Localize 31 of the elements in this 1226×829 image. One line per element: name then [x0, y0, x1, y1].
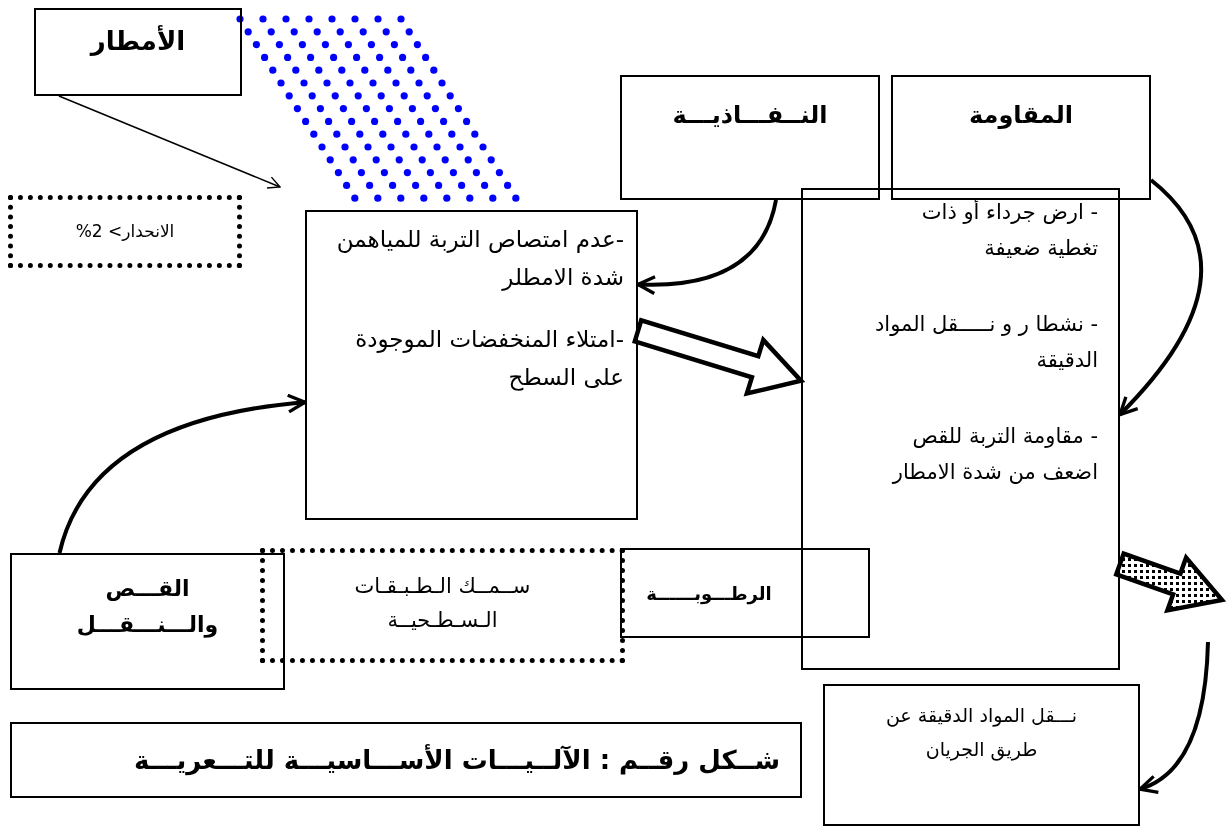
- node-text: الرطـــوبــــــة: [646, 581, 772, 607]
- node-text: - ارض جرداء أو ذات تغطية ضعيفة: [920, 199, 1098, 262]
- label-box: [34, 8, 242, 96]
- label-box: [891, 75, 1151, 200]
- block-arrow: [632, 317, 806, 397]
- node-text: المقاومة: [969, 100, 1073, 131]
- node-text: - نشطا ر و نـــــقل المواد الدقيقة: [874, 311, 1098, 374]
- curved-arrow: [1118, 178, 1203, 417]
- dotted-label-box: [260, 548, 625, 663]
- node-text: نـــقل المواد الدقيقة عن طريق الجريان: [884, 703, 1079, 763]
- curved-arrow: [57, 394, 307, 554]
- node-text: الانحدار> 2%: [75, 219, 175, 243]
- curved-arrow: [636, 199, 778, 295]
- curved-arrow: [1138, 641, 1210, 793]
- process-box: [823, 684, 1140, 826]
- arrow: [58, 95, 281, 189]
- caption: شــكل رقــم : الآلــيـــات الأســـاسيـــة للتـــعريـــة: [10, 722, 802, 798]
- node-text: ســمــك الـطـبـقـات الـسـطـحيــة: [353, 573, 532, 634]
- process-box: [305, 210, 638, 520]
- label-box: [620, 548, 870, 638]
- process-box: [801, 188, 1120, 670]
- node-text: النــفـــاذيـــة: [672, 100, 828, 131]
- node-text: - مقاومة التربة للقص اضعف من شدة الامطار: [891, 423, 1098, 486]
- node-text: القـــص والـــنـــقـــل: [75, 575, 220, 640]
- node-text: -عدم امتصاص التربة للمياهمن شدة الامطلر: [335, 225, 624, 293]
- block-arrow: [1113, 550, 1226, 614]
- node-text: -امتلاء المنخفضات الموجودة على السطح: [354, 325, 624, 393]
- node-text: الأمطار: [90, 24, 186, 58]
- label-box: [620, 75, 880, 200]
- label-box: [10, 553, 285, 690]
- dotted-label-box: [8, 195, 242, 268]
